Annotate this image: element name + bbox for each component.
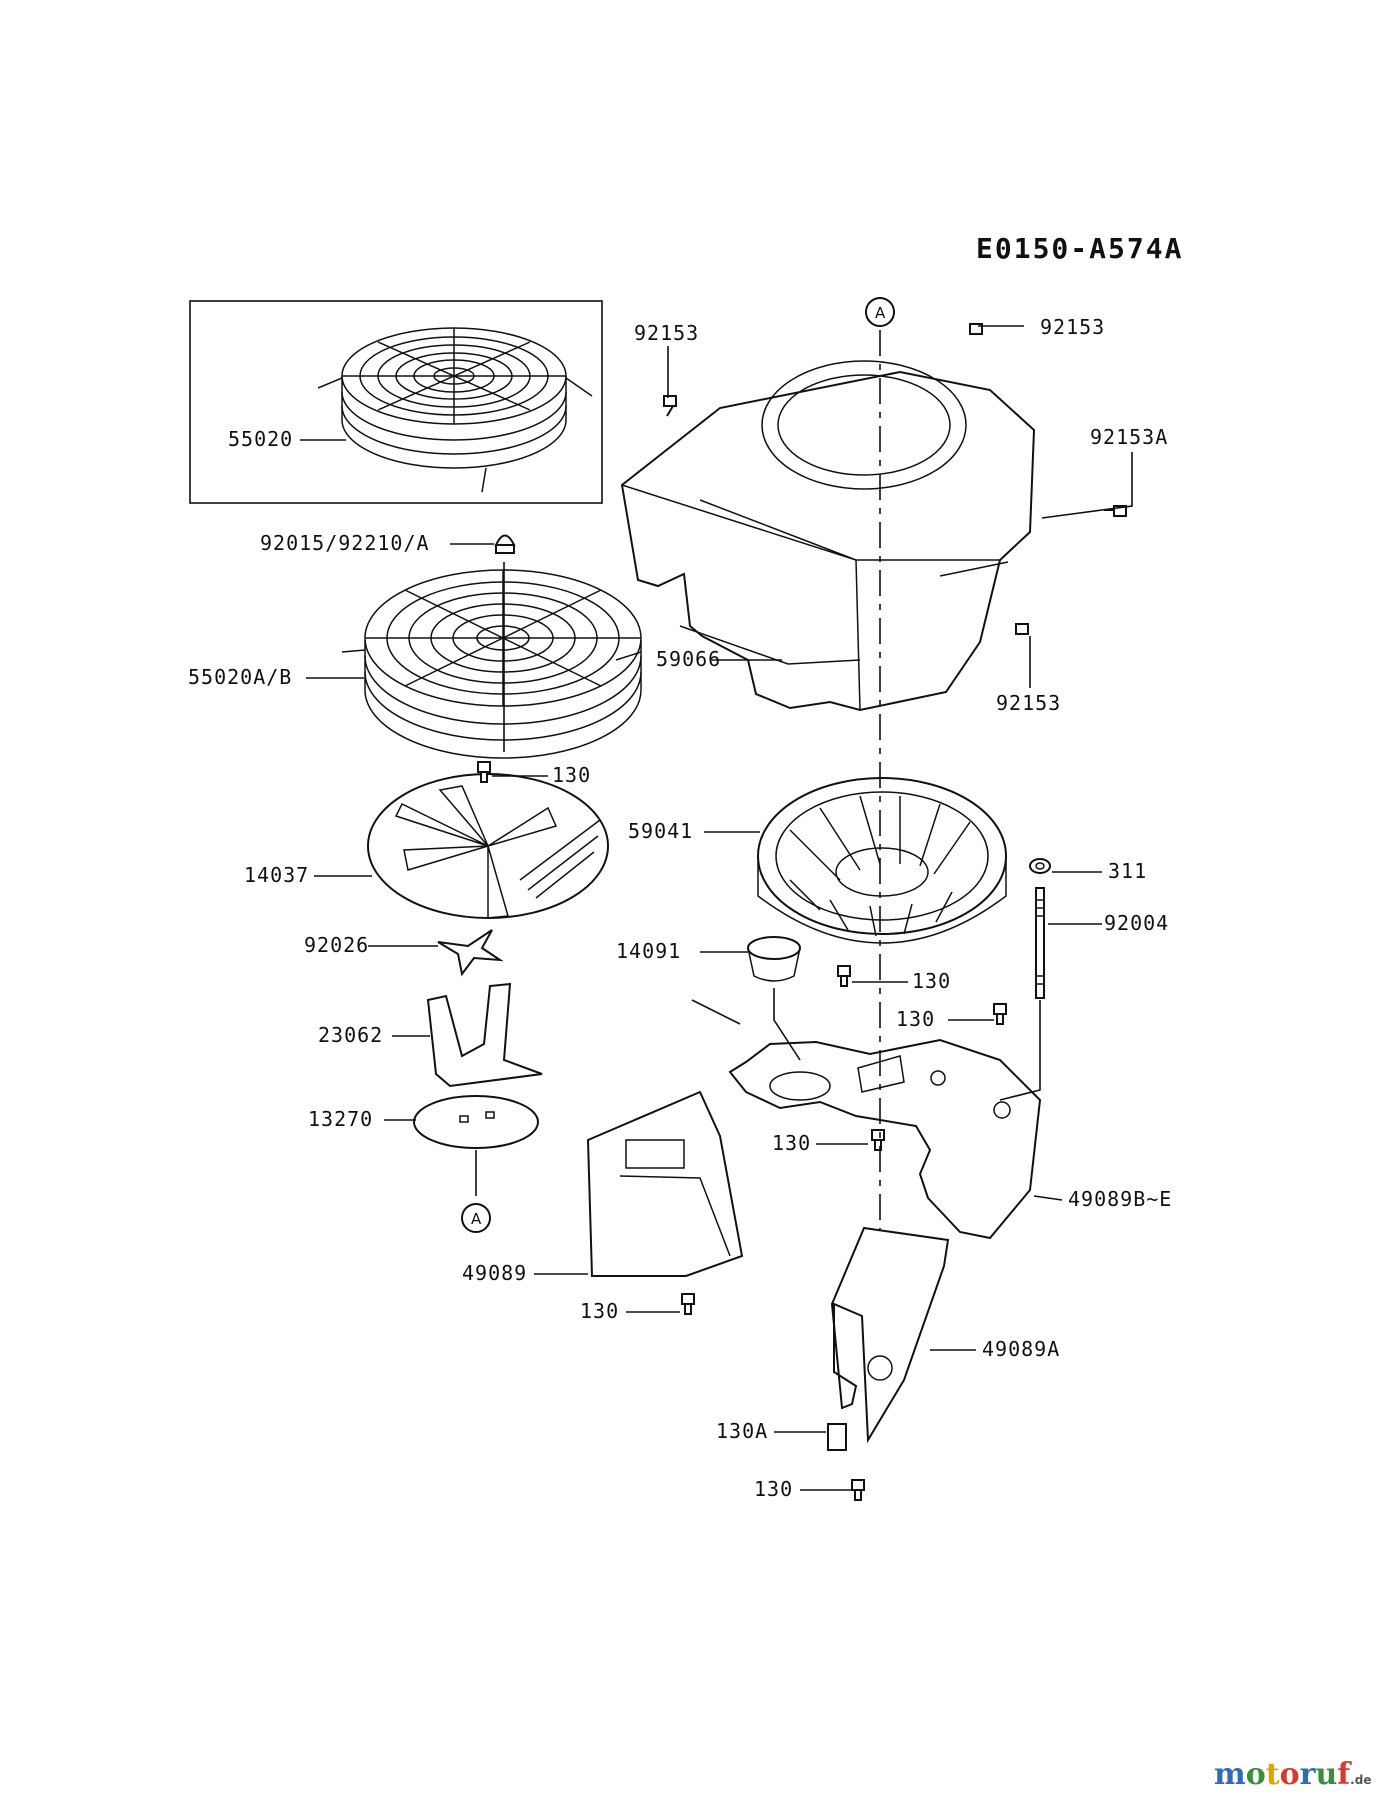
callout-55020ab: 55020A/B	[188, 665, 292, 689]
callout-59041: 59041	[628, 819, 693, 843]
callout-311: 311	[1108, 859, 1147, 883]
guide-plate-49089b	[728, 1038, 1042, 1240]
bolt-130-bottom	[851, 1479, 865, 1501]
svg-text:A: A	[471, 1210, 482, 1228]
bolt-130-cover	[681, 1293, 695, 1315]
watermark-letter-t: t	[1266, 1757, 1280, 1792]
fan-grille	[341, 569, 642, 759]
callout-130-e: 130	[580, 1299, 619, 1323]
callout-130-c: 130	[896, 1007, 935, 1031]
callout-59066: 59066	[656, 647, 721, 671]
blower-housing	[620, 360, 1036, 712]
ref-marker-bottom: A	[461, 1203, 491, 1233]
callout-92004: 92004	[1104, 911, 1169, 935]
callout-49089a: 49089A	[982, 1337, 1060, 1361]
callout-92026: 92026	[304, 933, 369, 957]
callout-130-d: 130	[772, 1131, 811, 1155]
callout-92015: 92015/92210/A	[260, 531, 430, 555]
bolt-130-guide-b	[993, 1003, 1007, 1025]
bolt-130-guide-a	[837, 965, 851, 987]
bolt-92153-right	[1015, 623, 1029, 635]
assembly-line-collar	[773, 988, 801, 1061]
watermark-letter-o2: o	[1280, 1757, 1300, 1792]
callout-55020: 55020	[228, 427, 293, 451]
watermark-letter-o1: o	[1246, 1757, 1266, 1792]
callout-49089be: 49089B~E	[1068, 1187, 1172, 1211]
bolt-130-fan	[477, 761, 491, 783]
ref-marker-top: A	[865, 297, 895, 327]
watermark-letter-m: m	[1214, 1757, 1246, 1792]
callout-92153-c: 92153	[996, 691, 1061, 715]
bracket-92026	[437, 929, 504, 977]
callout-130-b: 130	[912, 969, 951, 993]
callout-23062: 23062	[318, 1023, 383, 1047]
diagram-code: E0150-A574A	[976, 232, 1183, 265]
watermark-letter-f: f	[1337, 1757, 1352, 1792]
bracket-23062	[426, 982, 543, 1088]
watermark-letter-u: u	[1315, 1757, 1337, 1792]
callout-92153a: 92153A	[1090, 425, 1168, 449]
bolt-130-guide-c	[871, 1129, 885, 1151]
rotating-screen	[367, 773, 609, 919]
fan-grille-inset	[317, 327, 593, 493]
watermark-suffix: .de	[1350, 1773, 1371, 1787]
callout-92153-a: 92153	[634, 321, 699, 345]
inset-box	[189, 300, 603, 504]
callout-49089: 49089	[462, 1261, 527, 1285]
callout-130-f: 130	[754, 1477, 793, 1501]
callout-14091: 14091	[616, 939, 681, 963]
plate-13270	[413, 1095, 539, 1149]
bolt-92153-left	[663, 395, 677, 417]
bolt-130a	[827, 1423, 847, 1451]
callout-92153-b: 92153	[1040, 315, 1105, 339]
cooling-fan	[757, 777, 1007, 944]
stud-92004	[1035, 887, 1045, 999]
svg-text:A: A	[875, 304, 886, 322]
watermark: motoruf.de	[1214, 1757, 1371, 1792]
callout-13270: 13270	[308, 1107, 373, 1131]
watermark-letter-r: r	[1300, 1757, 1317, 1792]
callout-14037: 14037	[244, 863, 309, 887]
cover-49089	[586, 1090, 744, 1277]
cover-49089a	[830, 1226, 950, 1444]
callout-130-a: 130	[552, 763, 591, 787]
callout-130a: 130A	[716, 1419, 768, 1443]
assembly-line-stud	[999, 1000, 1041, 1101]
nut-311	[1029, 858, 1051, 874]
assembly-line-guide	[691, 999, 741, 1025]
cap-nut	[494, 534, 516, 554]
collar-14091	[747, 936, 801, 982]
svg-text:motoruf.de: motoruf.de	[1214, 1757, 1371, 1792]
leader-lines	[300, 325, 1133, 1491]
